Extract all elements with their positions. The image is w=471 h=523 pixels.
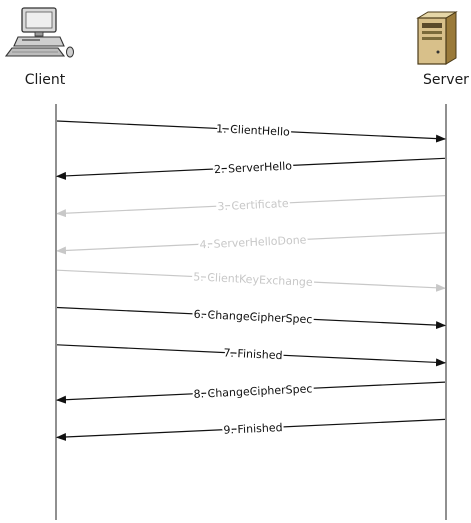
message-7: 7. Finished xyxy=(56,344,446,367)
message-arrow xyxy=(56,195,446,218)
message-label: 2. ServerHello xyxy=(214,159,293,176)
message-arrow xyxy=(56,120,446,143)
message-arrow xyxy=(56,418,446,441)
message-arrow xyxy=(56,157,446,180)
message-arrow xyxy=(56,344,446,367)
message-8: 8. ChangeCipherSpec xyxy=(56,380,446,404)
message-label: 1. ClientHello xyxy=(216,122,291,138)
message-label: 7. Finished xyxy=(223,346,283,362)
message-label: 6. ChangeCipherSpec xyxy=(193,308,312,327)
message-arrow xyxy=(56,232,446,255)
message-label: 4. ServerHelloDone xyxy=(199,233,307,251)
message-1: 1. ClientHello xyxy=(56,120,446,143)
message-label: 9. Finished xyxy=(223,421,283,437)
message-9: 9. Finished xyxy=(56,418,446,441)
client-label: Client xyxy=(25,72,66,88)
message-arrow xyxy=(56,306,446,330)
message-6: 6. ChangeCipherSpec xyxy=(56,306,446,330)
desktop-computer-icon xyxy=(4,7,74,58)
message-arrow xyxy=(56,381,446,404)
message-label: 8. ChangeCipherSpec xyxy=(193,382,312,401)
server-label: Server xyxy=(423,72,469,88)
message-label: 5. ClientKeyExchange xyxy=(193,270,313,289)
message-label: 3. Certificate xyxy=(217,197,289,213)
server-tower-icon xyxy=(416,11,458,65)
message-3: 3. Certificate xyxy=(56,195,446,218)
message-arrow xyxy=(56,269,446,292)
message-4: 4. ServerHelloDone xyxy=(56,231,446,255)
message-5: 5. ClientKeyExchange xyxy=(56,268,446,292)
message-2: 2. ServerHello xyxy=(56,157,446,180)
